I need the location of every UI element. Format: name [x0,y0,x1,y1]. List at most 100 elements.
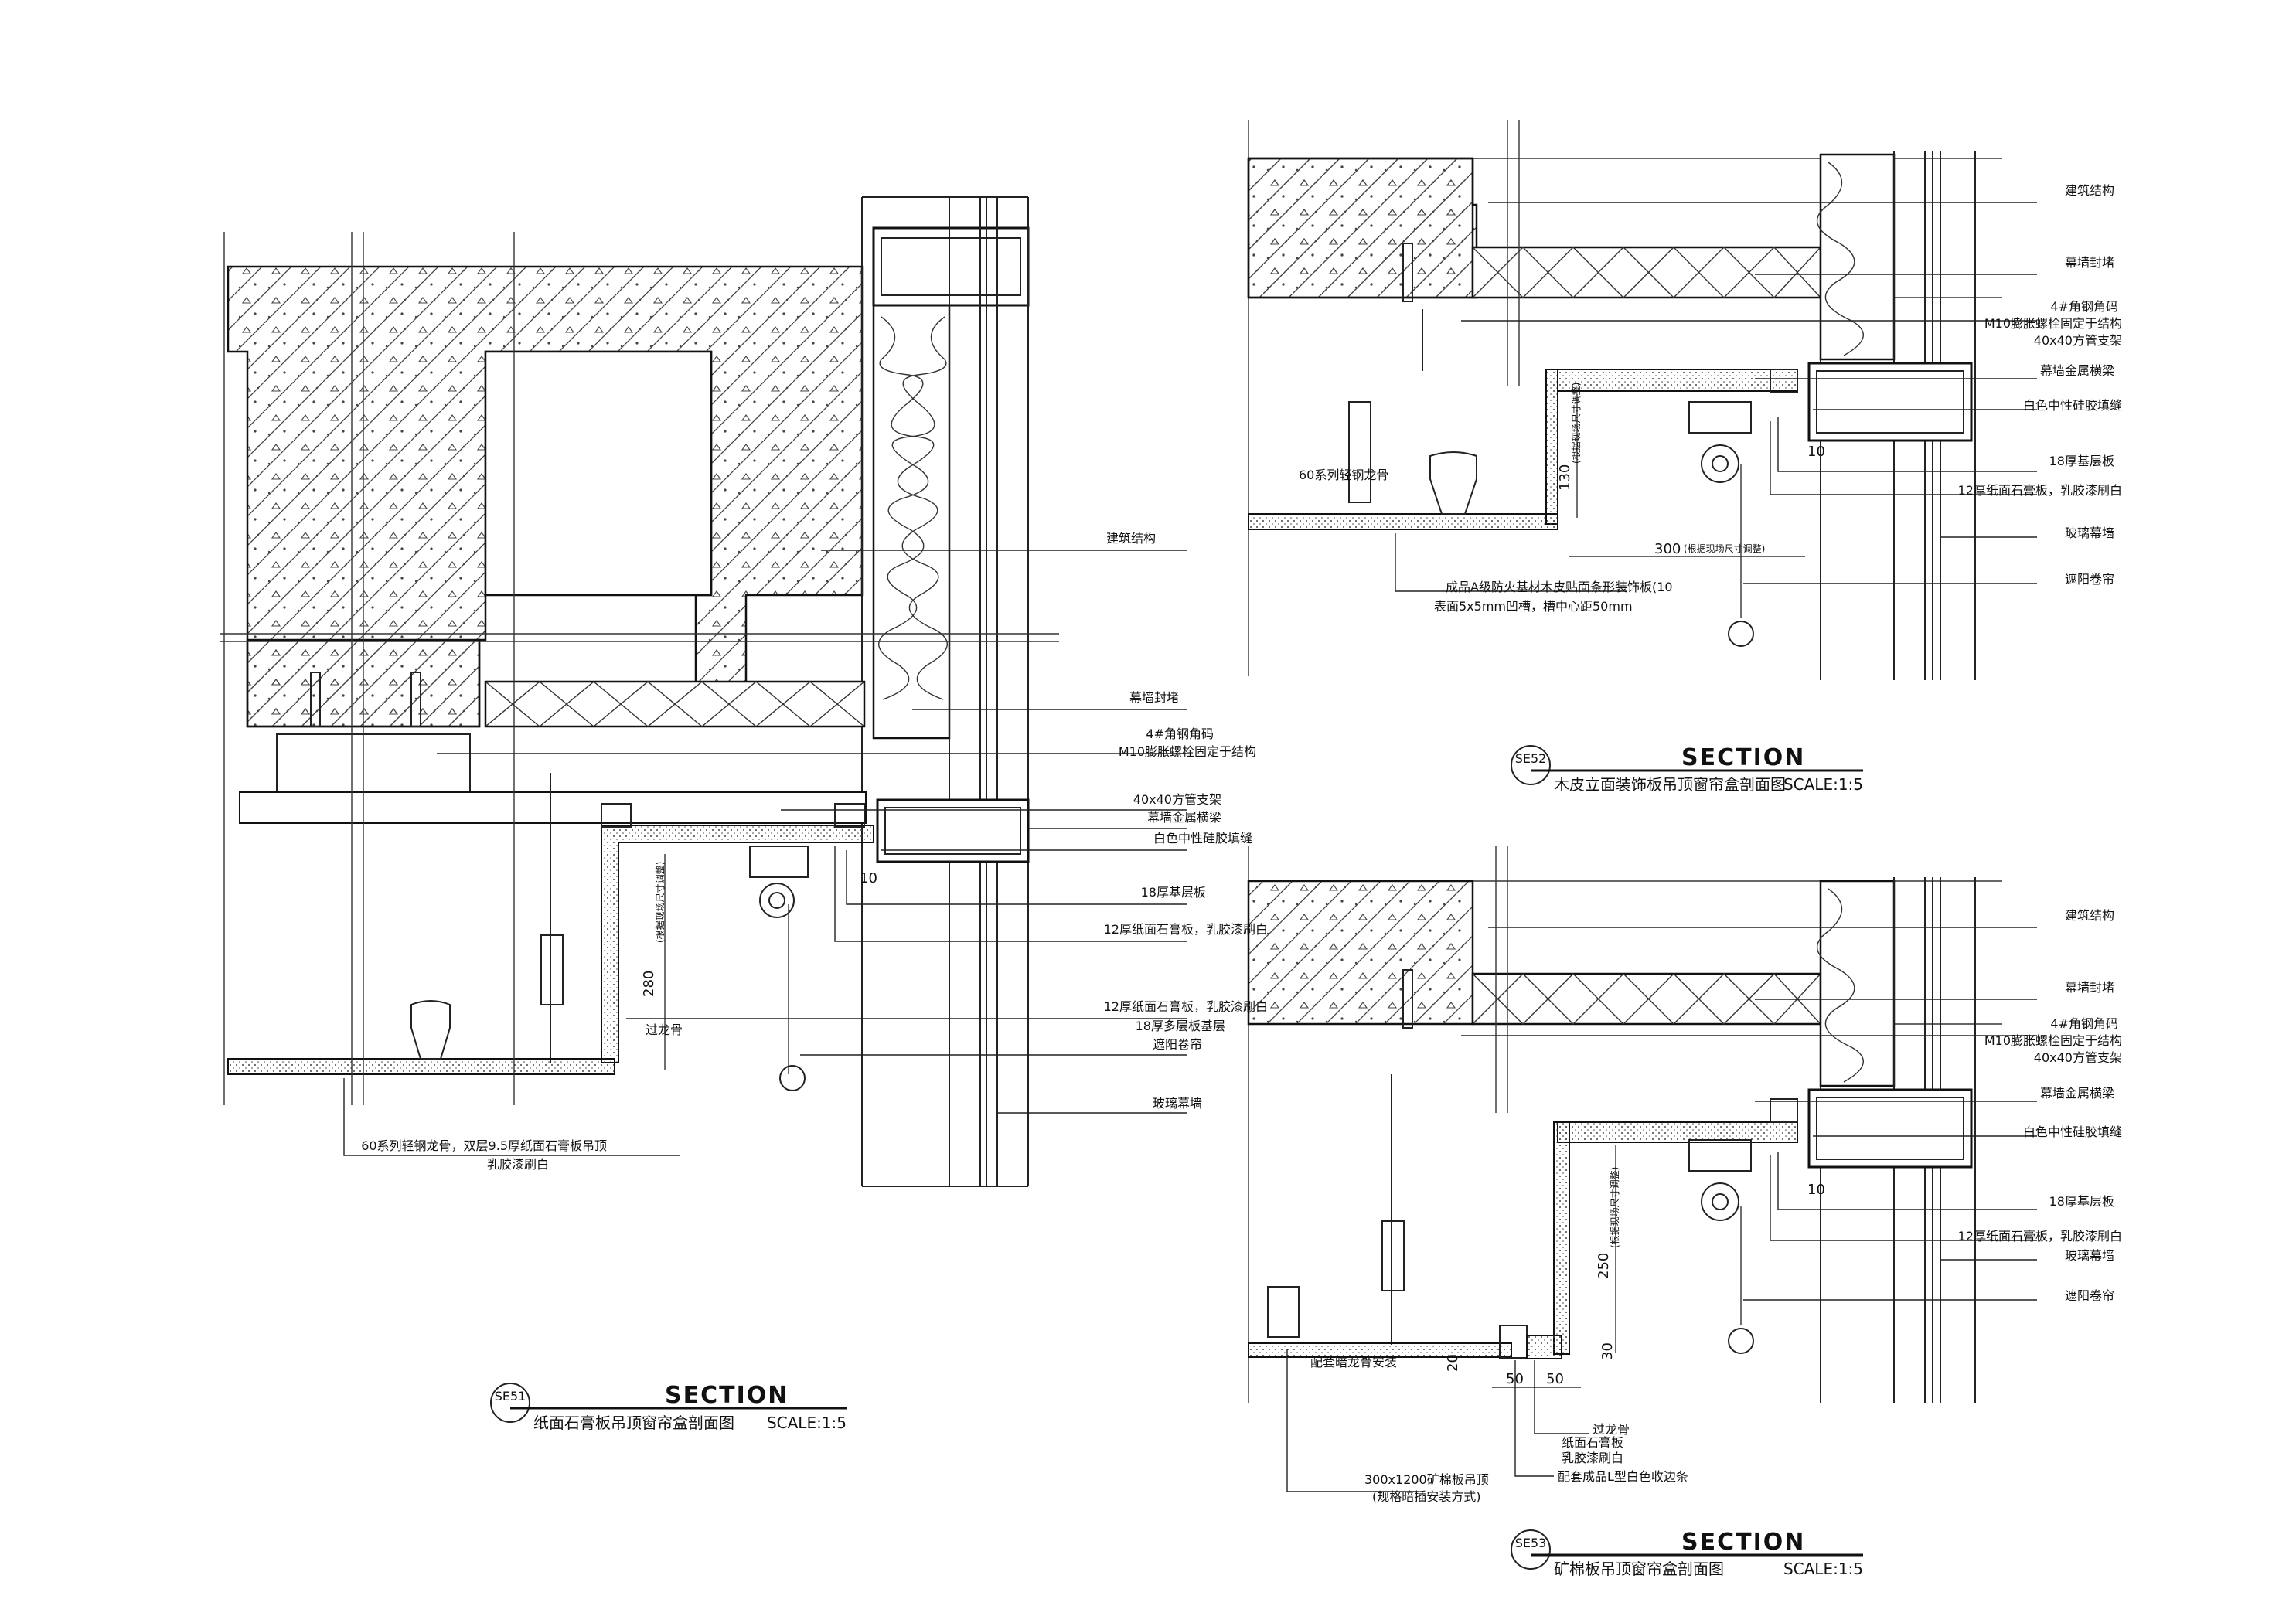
se51-blind-bracket [749,846,809,878]
se51-ceiling-note-2: 乳胶漆刷白 [487,1157,549,1172]
se52-keel-clip [1348,401,1371,503]
se52-scale: SCALE:1:5 [1783,775,1863,794]
se51-wood-block-1 [601,803,632,828]
se53-callout-glass: 玻璃幕墙 [2065,1248,2114,1263]
se53-callout-beam: 幕墙金属横梁 [2040,1086,2114,1101]
se53-wood-block [1770,1098,1798,1123]
se52-dim-300: 300 [1654,541,1681,557]
se53-leader-plywood [1777,1152,2037,1210]
se53-subtitle: 矿棉板吊顶窗帘盒剖面图 [1554,1560,1724,1578]
se53-leader-gypsum [1770,1155,2037,1241]
se51-keel-profile [410,1000,451,1060]
se52-leader-panel [1395,533,1627,592]
se53-blind-bracket [1688,1139,1752,1172]
se51-scale: SCALE:1:5 [767,1414,847,1432]
se53-transition-board [1526,1335,1562,1359]
se51-anchor-2 [410,672,421,727]
se51-tag: SE51 [495,1389,526,1404]
se51-square-tube [239,791,867,824]
se52-callout-keel: 60系列轻钢龙骨 [1299,468,1388,482]
se52-insulation [1819,153,1896,361]
se52-blind-roller [1701,444,1739,483]
se52-callout-tube: 40x40方管支架 [2034,333,2122,348]
se52-concrete-block [1247,157,1474,299]
se51-wood-block-2 [834,803,865,828]
se53-box-top [1557,1121,1798,1143]
se53-callout-edge-strip: 配套成品L型白色收边条 [1558,1469,1688,1484]
se52-tag: SE52 [1515,751,1547,766]
se52-box-side [1545,369,1558,525]
se51-closure-x-2 [485,681,865,727]
se52-subtitle: 木皮立面装饰板吊顶窗帘盒剖面图 [1554,775,1786,794]
se51-blind-roller-core [768,892,785,909]
se51-callout-plywood: 18厚基层板 [1141,885,1206,900]
se51-insulation-wave-2 [878,316,947,700]
se53-insulation-wave [1816,888,1864,1083]
se51-ceiling-note-1: 60系列轻钢龙骨，双层9.5厚纸面石膏板吊顶 [361,1138,607,1153]
se53-leader-mineral [1286,1349,1419,1492]
se53-closure-x-2 [1472,973,1821,1026]
se51-void [484,350,713,597]
se51-dim-280-note: (根据现场尺寸调整) [654,862,666,943]
se53-dim-250: 250 [1596,1253,1612,1279]
se52-callout-blind: 遮阳卷帘 [2065,572,2114,587]
se52-anchor [1402,243,1413,302]
se51-leader-plywood [846,850,1187,905]
se53-scale: SCALE:1:5 [1783,1560,1863,1578]
se53-callout-blind: 遮阳卷帘 [2065,1288,2114,1303]
se51-dim-10: 10 [860,870,877,886]
se53-callout-plywood: 18厚基层板 [2049,1194,2114,1209]
se53-callout-tube: 40x40方管支架 [2034,1050,2122,1065]
se52-callout-angle: 4#角钢角码 [2050,299,2118,314]
se52-callout-structure: 建筑结构 [2065,183,2114,198]
se52-dim-130-note: (根据现场尺寸调整) [1570,383,1582,464]
se51-curtain-box-board [601,804,874,1063]
se53-dim-250-note: (根据现场尺寸调整) [1609,1167,1620,1248]
se53-dim-50b: 50 [1546,1371,1564,1387]
se51-dim-280: 280 [641,971,657,997]
detail-se51: 280 (根据现场尺寸调整) 10 建筑结构 幕墙封堵 4#角钢角码 M10膨胀… [220,196,1268,1432]
se52-closure-x-2 [1472,247,1821,299]
se51-callout-angle: 4#角钢角码 [1146,726,1214,741]
se52-callout-gypsum: 12厚纸面石膏板，乳胶漆刷白 [1958,483,2122,498]
se53-tag: SE53 [1515,1536,1547,1550]
se53-tag-circle [1511,1529,1551,1570]
se51-blind-weight [779,1065,806,1091]
se52-callout-closure: 幕墙封堵 [2065,255,2114,270]
se53-box-side [1553,1121,1570,1355]
se51-section-word: SECTION [665,1382,789,1409]
se52-tag-circle [1511,745,1551,785]
se51-callout-structure: 建筑结构 [1106,531,1156,546]
se52-blind-roller-core [1712,455,1729,472]
se51-leader-ceiling [343,1078,680,1156]
se53-callout-keel-install: 配套暗龙骨安装 [1310,1355,1397,1370]
se53-metal-beam-inner [1816,1097,1964,1160]
se53-section-word: SECTION [1681,1529,1805,1556]
se51-callout-multiply: 18厚多层板基层 [1136,1019,1225,1033]
se52-leader-gypsum [1770,421,2037,495]
se52-callout-glass: 玻璃幕墙 [2065,526,2114,540]
se53-callout-sealant: 白色中性硅胶填缝 [2023,1125,2122,1139]
se52-panel-note-2: 表面5x5mm凹槽，槽中心距50mm [1434,599,1633,614]
se53-leader-transition [1534,1360,1589,1434]
se52-blind-weight [1728,621,1754,647]
se53-callout-latex: 乳胶漆刷白 [1562,1451,1623,1465]
se53-blind-roller [1701,1182,1739,1221]
se51-ceiling-board [227,1058,615,1075]
se53-anchor [1402,969,1413,1029]
se53-leader-edge [1514,1360,1554,1477]
se53-hanger-clip [1381,1220,1405,1291]
se52-callout-anchor: M10膨胀螺栓固定于结构 [1984,316,2122,331]
se51-metal-beam-inner [884,807,1021,855]
se53-callout-angle: 4#角钢角码 [2050,1016,2118,1031]
se51-metal-beam [876,798,1030,863]
se52-dim-130: 130 [1557,464,1573,491]
se51-callout-sealant: 白色中性硅胶填缝 [1153,831,1252,846]
se52-panel-note-1: 成品A级防火基材木皮贴面条形装饰板(10 [1446,580,1673,594]
se53-concrete-block [1247,880,1474,1026]
se51-callout-gypsum-b: 12厚纸面石膏板，乳胶漆刷白 [1104,999,1268,1014]
se51-callout-anchor: M10膨胀螺栓固定于结构 [1119,744,1256,759]
se53-keel-post [1267,1286,1300,1338]
se53-dim-20: 20 [1445,1354,1461,1372]
se53-callout-structure: 建筑结构 [2065,908,2114,923]
